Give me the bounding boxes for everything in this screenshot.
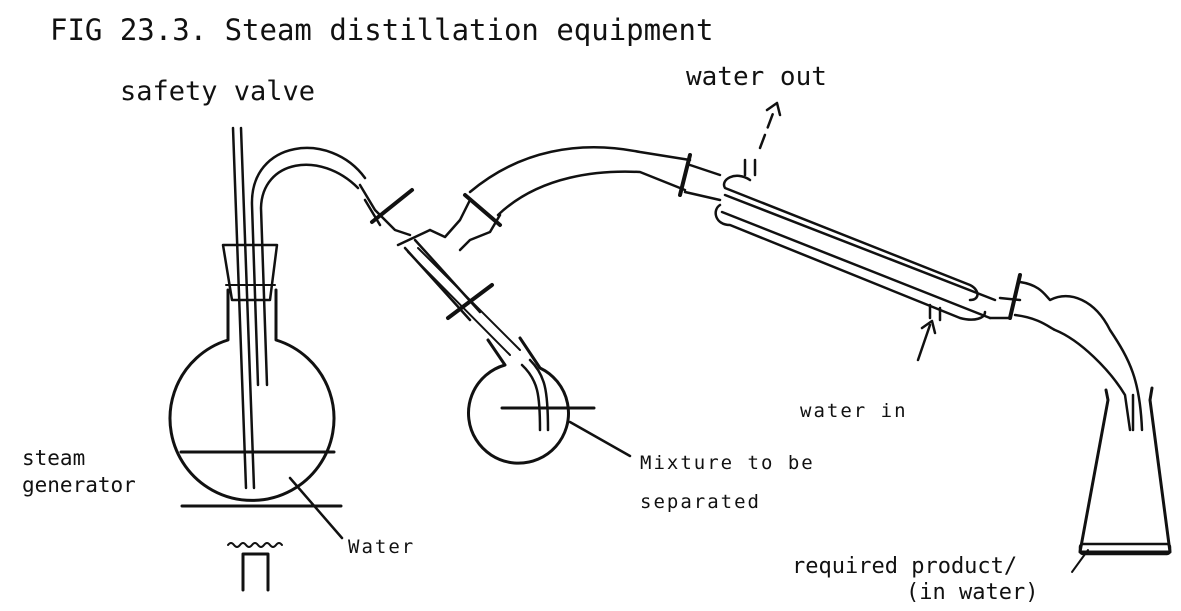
- label-product-1: required product/: [792, 554, 1018, 579]
- receiver-conical-flask: [1078, 386, 1172, 556]
- label-steam-generator-1: steam: [22, 446, 86, 470]
- mixture-leader-line: [568, 420, 632, 458]
- water-in-arrow: [916, 319, 937, 362]
- figure-title: FIG 23.3. Steam distillation equipment: [50, 13, 714, 47]
- water-leader-line: [288, 476, 344, 540]
- safety-valve-tube: [231, 126, 256, 490]
- stopper: [221, 243, 279, 302]
- steam-generator-flask: [168, 243, 336, 502]
- still-head: [358, 146, 692, 356]
- product-leader-line: [1071, 549, 1089, 573]
- label-water-in: water in: [800, 400, 908, 422]
- label-mixture-2: separated: [640, 491, 761, 513]
- liebig-condenser: [678, 153, 1022, 322]
- label-product-2: (in water): [906, 580, 1039, 605]
- steam-delivery-tube: [250, 146, 367, 387]
- label-water-out: water out: [686, 62, 827, 92]
- label-water: Water: [348, 536, 416, 558]
- label-mixture-1: Mixture to be: [640, 452, 815, 474]
- distillation-flask: [467, 336, 596, 465]
- burner: [227, 542, 283, 592]
- water-out-arrow: [758, 101, 782, 150]
- label-safety-valve: safety valve: [120, 76, 316, 107]
- label-steam-generator-2: generator: [22, 473, 136, 497]
- receiver-adapter: [1013, 280, 1144, 432]
